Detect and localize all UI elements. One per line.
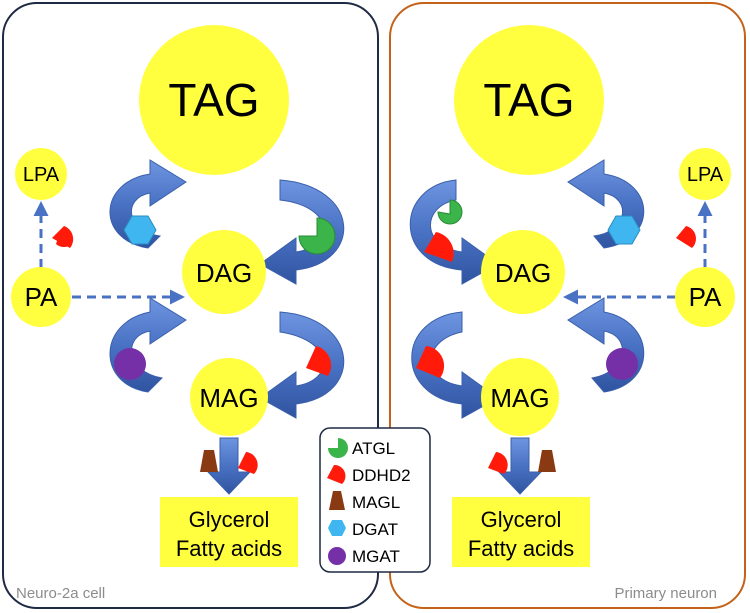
ddhd2-enzyme-pa xyxy=(52,226,74,248)
legend-box xyxy=(319,427,431,573)
legend-label: MGAT xyxy=(352,547,400,566)
legend-item-mgat: MGAT xyxy=(328,547,400,566)
circle-icon xyxy=(606,348,638,380)
products-box xyxy=(452,497,590,567)
node-tag-label: TAG xyxy=(483,74,574,126)
arrow-tag-to-dag xyxy=(259,179,345,285)
legend-label: MAGL xyxy=(352,493,400,512)
pacman-icon xyxy=(328,438,348,458)
node-mag-circle xyxy=(481,358,559,436)
legend-item-atgl: ATGL xyxy=(328,438,395,458)
arrow-dag-to-mag xyxy=(411,311,499,419)
legend-label: ATGL xyxy=(352,439,395,458)
arrow-dag-to-mag xyxy=(259,311,345,419)
hexagon-icon xyxy=(328,520,346,536)
node-dag-label: DAG xyxy=(495,258,551,288)
circle-icon xyxy=(328,547,346,565)
product-label: Glycerol xyxy=(481,507,562,532)
node-mag-label: MAG xyxy=(199,383,258,413)
hexagon-icon xyxy=(123,215,157,245)
half-disc-icon xyxy=(416,346,445,378)
node-lpa-label: LPA xyxy=(687,164,724,186)
arrow-mag-to-dag xyxy=(109,297,187,393)
node-tag-label: TAG xyxy=(168,74,259,126)
half-disc-icon xyxy=(424,232,454,262)
node-dag-circle xyxy=(481,230,565,314)
trapezoid-icon xyxy=(329,491,345,510)
node-tag-circle xyxy=(454,25,604,175)
panel-primary-neuron: Primary neuron TAG DAG MAG PA LPA xyxy=(389,2,746,609)
node-lpa-circle xyxy=(679,148,731,200)
half-disc-icon xyxy=(488,452,508,474)
node-pa-label: PA xyxy=(689,282,722,312)
trapezoid-icon xyxy=(538,450,556,472)
half-disc-icon xyxy=(676,226,696,248)
arrow-mag-to-products xyxy=(497,437,543,495)
node-pa-circle xyxy=(11,267,71,327)
hexagon-icon xyxy=(607,215,641,245)
legend-item-dgat: DGAT xyxy=(328,520,398,539)
arrow-tag-to-dag xyxy=(409,179,499,285)
node-lpa-circle xyxy=(15,148,67,200)
legend: ATGL DDHD2 MAGL DGAT MGAT xyxy=(319,427,431,573)
legend-label: DDHD2 xyxy=(352,466,411,485)
node-pa-circle xyxy=(675,267,735,327)
panel-label: Neuro-2a cell xyxy=(16,585,105,602)
half-disc-icon xyxy=(52,226,74,248)
circle-icon xyxy=(114,348,146,380)
half-disc-icon xyxy=(327,464,346,484)
product-label: Fatty acids xyxy=(176,536,282,561)
node-mag-circle xyxy=(190,358,268,436)
legend-item-ddhd2: DDHD2 xyxy=(327,464,411,485)
pacman-icon xyxy=(437,199,463,225)
pacman-icon xyxy=(298,217,336,255)
panel-border xyxy=(2,2,379,609)
node-lpa-label: LPA xyxy=(23,164,60,186)
half-disc-icon xyxy=(238,452,258,474)
node-pa-label: PA xyxy=(25,282,58,312)
trapezoid-icon xyxy=(200,450,218,472)
legend-item-magl: MAGL xyxy=(329,491,400,512)
node-dag-label: DAG xyxy=(196,258,252,288)
legend-label: DGAT xyxy=(352,520,398,539)
panel-neuro2a: Neuro-2a cell TAG DAG MAG PA LPA xyxy=(2,2,379,609)
half-disc-icon xyxy=(306,346,332,376)
product-label: Fatty acids xyxy=(468,536,574,561)
node-tag-circle xyxy=(139,25,289,175)
arrow-mag-to-dag xyxy=(567,297,645,393)
node-dag-circle xyxy=(182,230,266,314)
panel-label: Primary neuron xyxy=(614,585,717,602)
node-mag-label: MAG xyxy=(490,383,549,413)
products-box xyxy=(160,497,298,567)
product-label: Glycerol xyxy=(189,507,270,532)
panel-border xyxy=(389,2,746,609)
